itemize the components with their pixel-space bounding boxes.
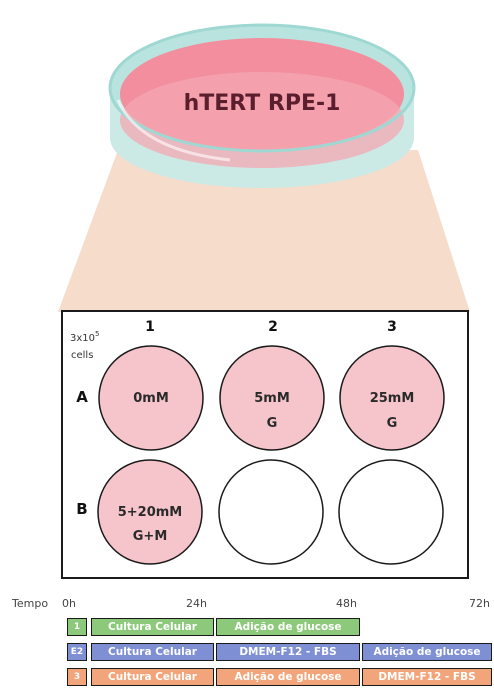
well-a1-line1: 0mM	[133, 391, 169, 406]
row-3-cell-1: Cultura Celular	[91, 668, 214, 686]
well-b2	[219, 460, 323, 564]
row-1-id: 1	[67, 618, 87, 636]
well-a3-line1: 25mM	[370, 391, 415, 406]
column-label-3: 3	[387, 319, 397, 335]
tick-72h: 72h	[469, 597, 490, 610]
column-label-2: 2	[268, 319, 278, 335]
tick-0h: 0h	[62, 597, 76, 610]
tick-24h: 24h	[186, 597, 207, 610]
row-1-cell-2: Adição de glucose	[216, 618, 360, 636]
well-b3	[339, 460, 443, 564]
timeline-row-3: 3 Cultura Celular Adição de glucose DMEM…	[0, 668, 494, 686]
row-e2-cell-2: DMEM-F12 - FBS	[216, 643, 360, 661]
well-a2-line2: G	[267, 416, 278, 431]
row-label-b: B	[76, 500, 87, 518]
row-e2-cell-3: Adição de glucose	[362, 643, 492, 661]
well-a2-line1: 5mM	[254, 391, 290, 406]
row-label-a: A	[76, 388, 88, 406]
seeding-unit: cells	[71, 350, 93, 361]
row-1-cell-1: Cultura Celular	[91, 618, 214, 636]
row-e2-id: E2	[67, 643, 87, 661]
well-b1-line2: G+M	[133, 529, 168, 544]
petri-dish: hTERT RPE-1	[110, 25, 414, 188]
row-3-cell-3: DMEM-F12 - FBS	[362, 668, 492, 686]
timeline-axis-label: Tempo	[12, 597, 48, 610]
well-b1-line1: 5+20mM	[118, 505, 183, 520]
well-plate: 3x105 cells 1 2 3 A B 0mM 5mM G 25mM G 5…	[62, 311, 468, 578]
cell-line-label: hTERT RPE-1	[184, 91, 341, 116]
timeline-row-1: 1 Cultura Celular Adição de glucose	[0, 618, 494, 636]
timeline-row-e2: E2 Cultura Celular DMEM-F12 - FBS Adição…	[0, 643, 494, 661]
row-3-id: 3	[67, 668, 87, 686]
well-a3-line2: G	[387, 416, 398, 431]
row-e2-cell-1: Cultura Celular	[91, 643, 214, 661]
tick-48h: 48h	[336, 597, 357, 610]
column-label-1: 1	[145, 319, 155, 335]
row-3-cell-2: Adição de glucose	[216, 668, 360, 686]
